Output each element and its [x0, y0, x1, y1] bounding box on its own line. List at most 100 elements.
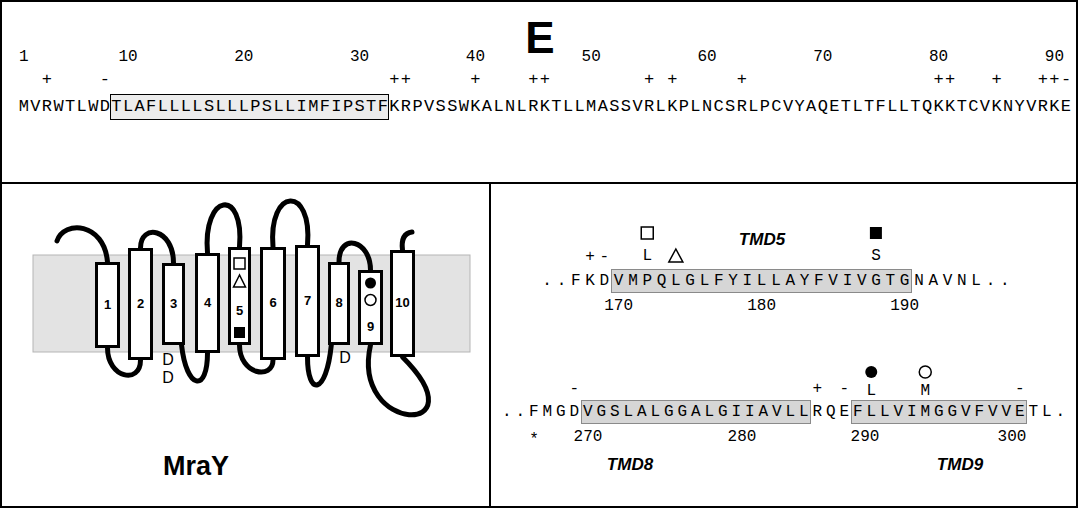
transmembrane-segment-box: 2: [128, 248, 153, 360]
label-anchor: +: [667, 70, 679, 90]
label-anchor: 30: [350, 48, 369, 66]
residue-number: 80: [929, 48, 948, 66]
label-anchor: 280: [728, 428, 757, 446]
label-anchor: 290: [851, 428, 880, 446]
residue-number: 170: [604, 297, 633, 315]
label-anchor: TMD8: [607, 455, 653, 475]
sequence-text: MVRWTLWD: [19, 97, 112, 117]
panel-divider: [1, 182, 1077, 184]
label-anchor: +: [812, 380, 826, 398]
label-anchor: 300: [998, 428, 1027, 446]
segment-number: 10: [395, 296, 409, 311]
sequence-text: TL.: [1028, 403, 1069, 421]
panel-letter: E: [525, 13, 554, 64]
sequence-segment-box: TLAFLLLLSLLLPSLLIMFIPSTF: [110, 94, 389, 120]
charge-sign: -: [100, 70, 112, 90]
label-anchor: -: [839, 380, 853, 398]
label-anchor: 270: [574, 428, 603, 446]
charge-sign: +: [667, 70, 679, 90]
residue-number: 70: [813, 48, 832, 66]
charge-sign: +: [42, 70, 54, 90]
segment-number: 1: [104, 298, 111, 313]
label-anchor: 50: [582, 48, 601, 66]
label-anchor: S: [871, 247, 885, 265]
residue-number: 1: [19, 48, 29, 66]
label-anchor: 180: [747, 297, 776, 315]
label-anchor: D: [339, 349, 351, 367]
charge-sign: ++: [389, 70, 412, 90]
segment-number: 3: [170, 297, 177, 312]
residue-number: 180: [747, 297, 776, 315]
sequence-text: ..FMGD: [502, 403, 583, 421]
label-anchor: KRPVSSWKALNLRKTLLMASSVRLKPLNCSRLPCVYAQET…: [389, 97, 1072, 117]
sequence-segment-box: FLLVIMGGVFVVE: [851, 400, 1027, 424]
label-anchor: TL.: [1028, 403, 1069, 421]
charge-sign: +: [644, 70, 656, 90]
residue-number: 40: [466, 48, 485, 66]
residue-number: 300: [998, 428, 1027, 446]
segment-number: 5: [236, 304, 243, 319]
delta-symbol: [669, 249, 683, 262]
mutation-residue: S: [871, 247, 885, 265]
open-square-symbol: [641, 227, 653, 239]
label-anchor: +: [470, 70, 482, 90]
charge-sign: ++-: [1038, 70, 1073, 90]
label-anchor: -: [100, 70, 112, 90]
transmembrane-segment-box: 5: [228, 247, 251, 345]
loop-connector: [207, 205, 240, 253]
segment-name: TMD9: [937, 455, 983, 475]
residue-number: 30: [350, 48, 369, 66]
label-anchor: 1: [19, 48, 29, 66]
label-anchor: 40: [466, 48, 485, 66]
residue-label: D: [162, 351, 174, 369]
label-anchor: ..FKD: [542, 272, 614, 290]
mutation-residue: M: [920, 382, 934, 400]
sequence-segment-box: VGSLALGGALGIIAVLL: [581, 400, 811, 424]
label-anchor: D: [162, 351, 174, 369]
label-anchor: E: [525, 13, 554, 64]
sequence-text: ..FKD: [542, 272, 614, 290]
marker-asterisk: *: [529, 431, 539, 449]
segment-number: 9: [367, 320, 374, 335]
residue-number: 50: [582, 48, 601, 66]
label-anchor: +-: [585, 248, 614, 266]
charge-sign: +: [470, 70, 482, 90]
charge-sign: +: [737, 70, 749, 90]
filled-square-symbol: [870, 227, 882, 239]
sequence-text: KRPVSSWKALNLRKTLLMASSVRLKPLNCSRLPCVYAQET…: [389, 97, 1072, 117]
label-anchor: -: [1015, 380, 1029, 398]
charge-sign: +: [991, 70, 1003, 90]
label-anchor: 60: [697, 48, 716, 66]
label-anchor: ++-: [1038, 70, 1073, 90]
label-anchor: 190: [890, 297, 919, 315]
charge-sign: +: [812, 380, 826, 398]
charge-sign: -: [1015, 380, 1029, 398]
label-anchor: NAVNL..: [914, 272, 1014, 290]
label-anchor: +: [42, 70, 54, 90]
label-anchor: RQE: [812, 403, 853, 421]
label-anchor: L: [642, 247, 656, 265]
label-anchor: 170: [604, 297, 633, 315]
charge-sign: -: [839, 380, 853, 398]
segment-number: 7: [304, 294, 311, 309]
label-anchor: -: [569, 380, 583, 398]
label-anchor: +: [991, 70, 1003, 90]
charge-sign: ++: [934, 70, 957, 90]
label-anchor: 90: [1045, 48, 1064, 66]
charge-sign: -: [569, 380, 583, 398]
label-anchor: 80: [929, 48, 948, 66]
transmembrane-segment-box: 3: [162, 263, 185, 345]
transmembrane-segment-box: 1: [95, 262, 120, 348]
open-circle-symbol: [919, 366, 931, 378]
label-anchor: ..FMGD: [502, 403, 583, 421]
segment-number: 2: [137, 297, 144, 312]
transmembrane-segment-box: 9: [358, 270, 383, 345]
label-anchor: ++: [934, 70, 957, 90]
label-anchor: ++: [528, 70, 551, 90]
sequence-text: TLAFLLLLSLLLPSLLIMFIPSTF: [111, 97, 389, 117]
charge-sign: ++: [528, 70, 551, 90]
residue-number: 90: [1045, 48, 1064, 66]
residue-number: 60: [697, 48, 716, 66]
